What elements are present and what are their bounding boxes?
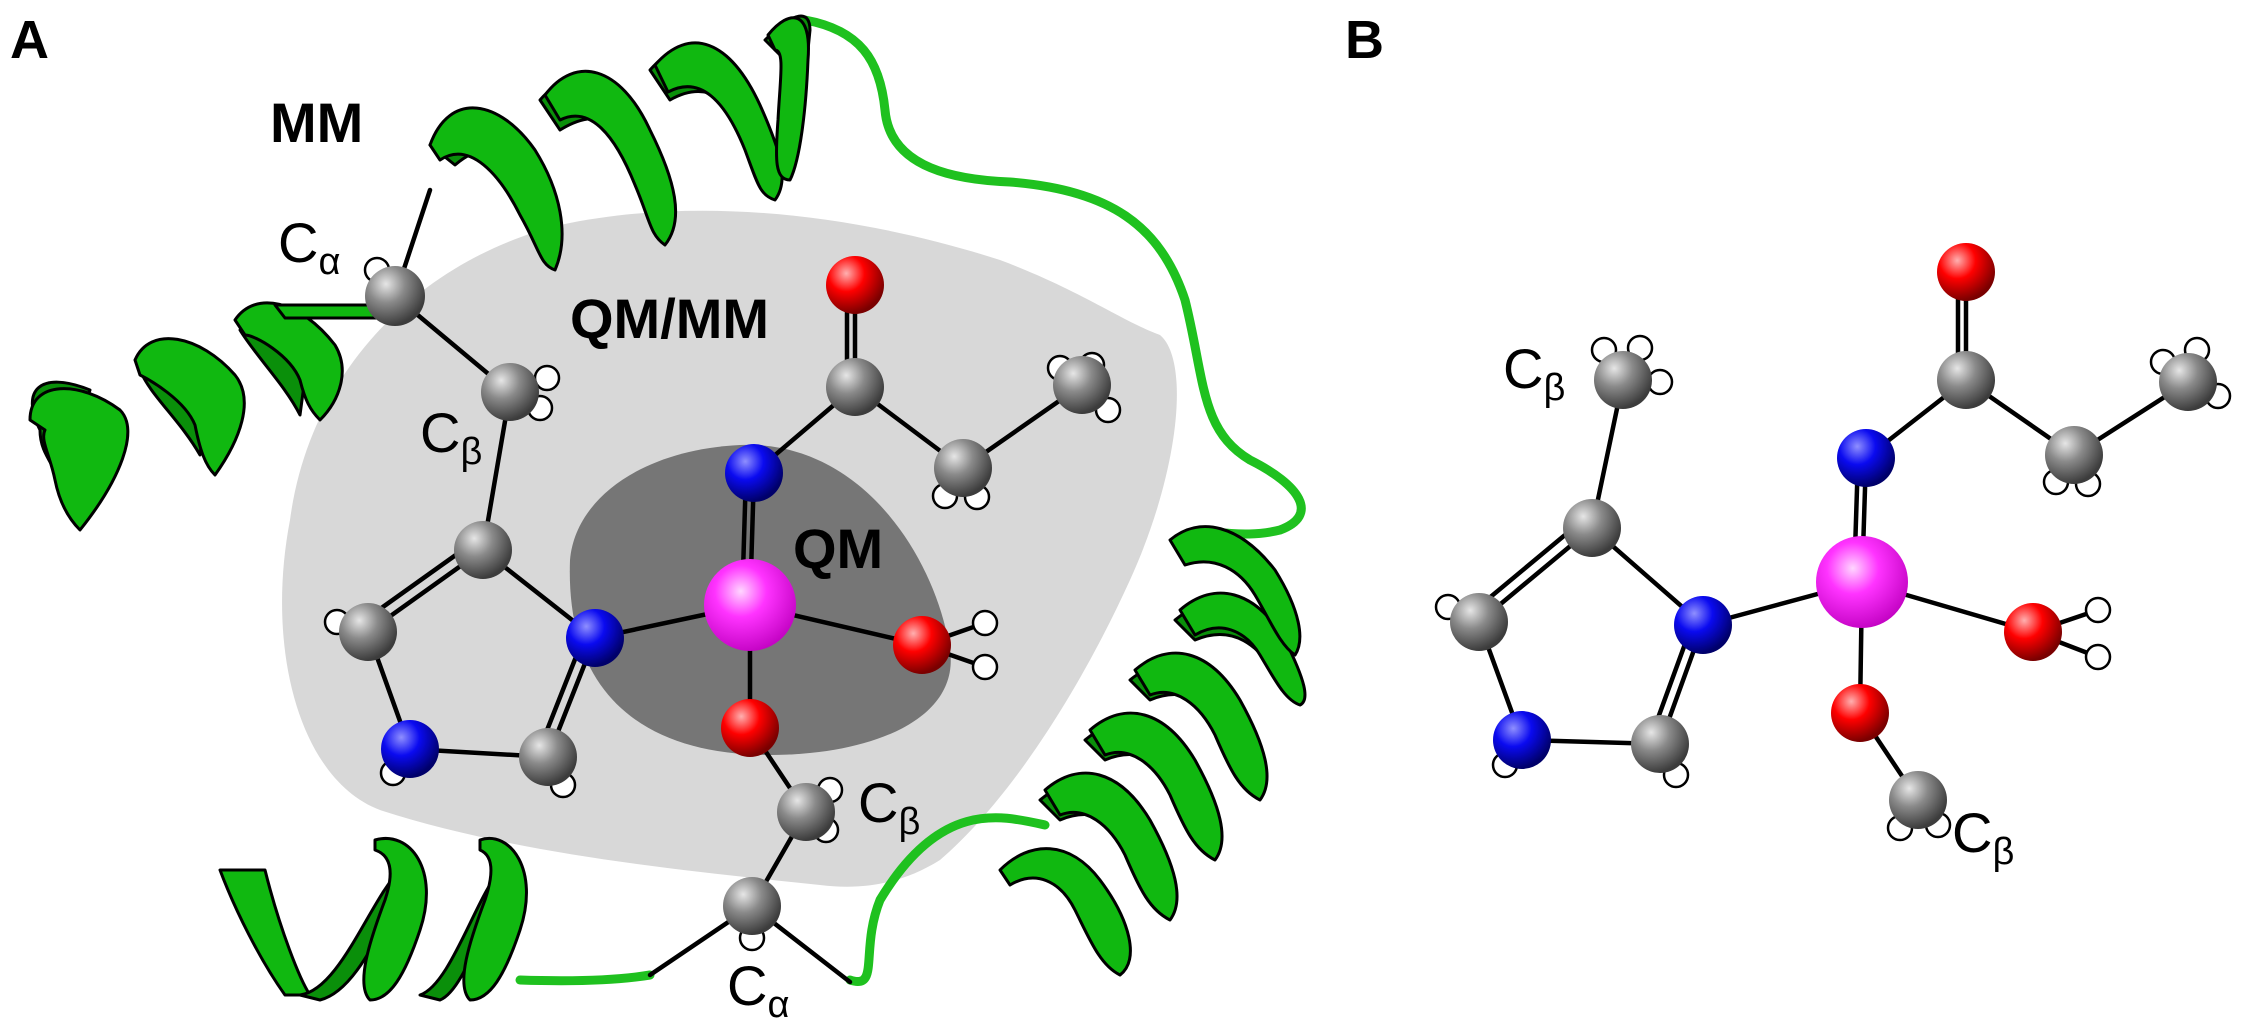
carbon-atom: [826, 358, 884, 416]
panel-b: B: [1345, 10, 2232, 873]
protein-loop: [515, 970, 655, 986]
nitrogen-atom: [725, 444, 783, 502]
protein-loop: [845, 813, 1050, 986]
atoms-panel-b: [1434, 243, 2232, 842]
panel-b-letter: B: [1345, 10, 1384, 70]
panel-a-letter: A: [10, 10, 49, 70]
hydrogen-atom: [533, 364, 561, 392]
carbon-atom: [519, 728, 577, 786]
oxygen-atom: [893, 616, 951, 674]
carbon-atom-c-alpha: [365, 266, 425, 326]
nitrogen-atom: [381, 720, 439, 778]
alpha-helix: [428, 14, 812, 272]
c-beta-label: Cβ: [858, 771, 920, 843]
atoms-panel-a: [323, 256, 1122, 952]
oxygen-atom: [1937, 243, 1995, 301]
carbon-atom: [1631, 715, 1689, 773]
qm-label: QM: [793, 517, 883, 580]
carbon-atom: [1937, 351, 1995, 409]
oxygen-atom: [1831, 684, 1889, 742]
qmmm-label: QM/MM: [570, 287, 769, 350]
c-beta-label: Cβ: [1503, 337, 1565, 409]
oxygen-atom: [826, 256, 884, 314]
carbon-atom: [934, 439, 992, 497]
mm-label: MM: [270, 91, 363, 154]
protein-loop: [800, 15, 1306, 539]
carbon-atom: [1053, 356, 1111, 414]
carbon-atom: [1563, 499, 1621, 557]
alpha-helix: [998, 525, 1307, 977]
oxygen-atom: [721, 699, 779, 757]
carbon-atom: [1450, 593, 1508, 651]
c-beta-label: Cβ: [420, 401, 482, 473]
carbon-atom: [2159, 353, 2217, 411]
hydrogen-atom: [2084, 596, 2112, 624]
panel-a: A MM QM/MM QM: [10, 10, 1307, 1026]
nitrogen-atom: [1493, 711, 1551, 769]
carbon-atom-c-alpha: [723, 877, 781, 935]
oxygen-atom: [2004, 603, 2062, 661]
nitrogen-atom: [566, 609, 624, 667]
carbon-atom: [2045, 426, 2103, 484]
carbon-atom-c-beta: [1889, 771, 1947, 829]
c-beta-label: Cβ: [1952, 801, 2014, 873]
carbon-atom: [454, 521, 512, 579]
carbon-atom-c-beta: [481, 363, 539, 421]
metal-ion: [1816, 536, 1908, 628]
alpha-helix: [28, 301, 400, 532]
carbon-atom-c-beta: [777, 783, 835, 841]
c-alpha-label: Cα: [727, 954, 789, 1026]
c-alpha-label: Cα: [278, 211, 340, 283]
carbon-atom-c-beta: [1594, 351, 1652, 409]
hydrogen-atom: [971, 609, 999, 637]
hydrogen-atom: [2084, 643, 2112, 671]
carbon-atom: [339, 603, 397, 661]
nitrogen-atom: [1674, 596, 1732, 654]
nitrogen-atom: [1837, 429, 1895, 487]
hydrogen-atom: [971, 653, 999, 681]
metal-ion: [704, 559, 796, 651]
alpha-helix: [218, 837, 528, 1002]
